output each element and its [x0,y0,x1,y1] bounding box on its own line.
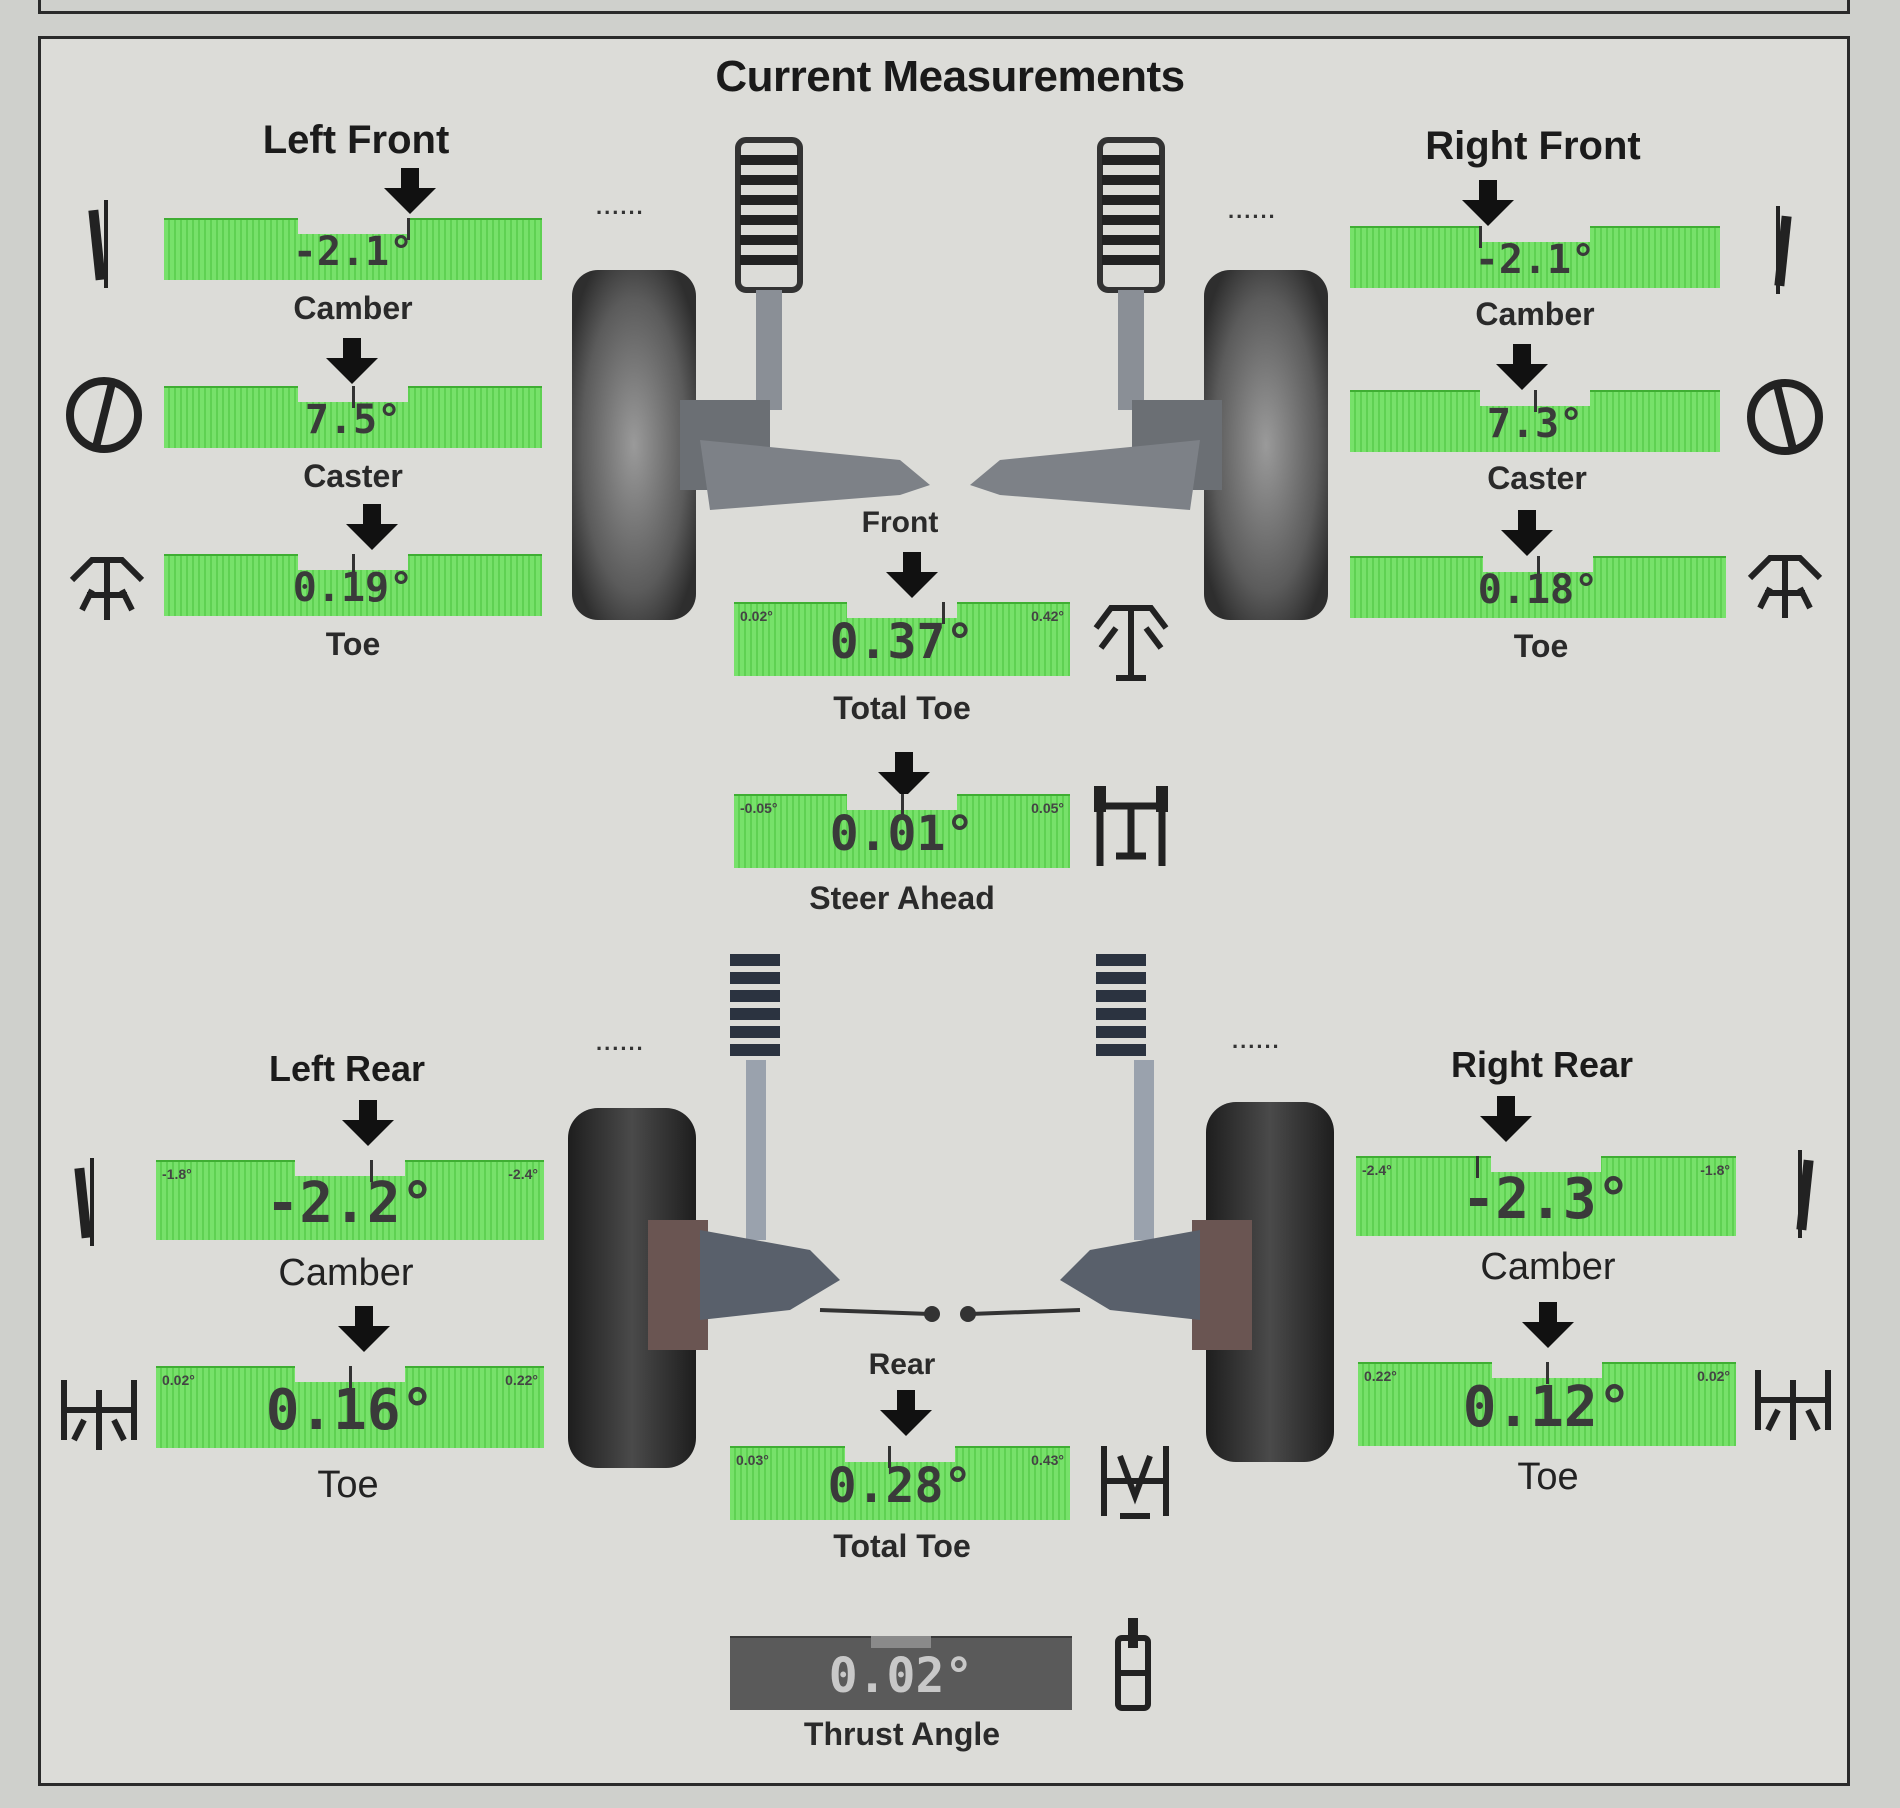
front-total-toe-value: 0.37° [829,614,975,671]
camber-icon [1774,206,1792,294]
front-total-toe-label: Total Toe [833,690,971,726]
thrust-angle-icon [1115,1618,1151,1711]
right-front-camber-gauge[interactable]: -2.1° [1350,226,1720,288]
right-rear-camber-label: Camber [1480,1246,1616,1288]
left-rear-camber-max: -2.4° [508,1166,538,1182]
left-rear-toe-max: 0.22° [505,1372,538,1388]
right-rear-toe-max: 0.02° [1697,1368,1730,1384]
left-rear-camber-gauge[interactable]: -1.8° -2.4° -2.2° [156,1160,544,1240]
front-suspension-illustration [572,137,1328,620]
dotted-separator: ...... [1228,198,1277,223]
left-front-caster-label: Caster [303,458,403,494]
dotted-separator: ...... [596,194,645,219]
toe-icon [69,557,145,620]
thrust-angle-value: 0.02° [828,1648,974,1705]
left-front-toe-label: Toe [325,626,381,662]
top-border [38,0,1850,14]
thrust-angle-gauge[interactable]: 0.02° [730,1636,1072,1710]
front-total-toe-gauge[interactable]: 0.02° 0.42° 0.37° [734,602,1070,676]
page-title: Current Measurements [715,52,1185,101]
left-rear-camber-min: -1.8° [162,1166,192,1182]
left-rear-camber-value: -2.2° [265,1171,435,1237]
right-rear-heading: Right Rear [1450,1044,1634,1085]
right-front-toe-gauge[interactable]: 0.18° [1350,556,1726,618]
left-rear-camber-label: Camber [278,1252,414,1294]
right-front-caster-label: Caster [1487,460,1587,496]
left-front-toe-gauge[interactable]: 0.19° [164,554,542,616]
rear-heading: Rear [868,1348,936,1381]
rear-total-toe-max: 0.43° [1031,1452,1064,1468]
right-rear-toe-min: 0.22° [1364,1368,1397,1384]
caster-icon [1747,379,1823,455]
rear-total-toe-value: 0.28° [827,1458,973,1515]
left-front-camber-label: Camber [293,290,413,326]
left-front-caster-gauge[interactable]: 7.5° [164,386,542,448]
toe-icon [61,1380,137,1450]
right-front-caster-gauge[interactable]: 7.3° [1350,390,1720,452]
toe-icon [1747,555,1823,618]
rear-total-toe-label: Total Toe [833,1528,971,1564]
right-front-toe-label: Toe [1513,628,1569,664]
dotted-separator: ...... [596,1030,645,1055]
rear-suspension-illustration [568,954,1334,1468]
right-rear-toe-value: 0.12° [1462,1375,1632,1441]
right-rear-camber-value: -2.3° [1461,1167,1631,1233]
right-front-caster-value: 7.3° [1486,400,1584,447]
total-toe-icon [1101,1446,1169,1519]
right-rear-toe-gauge[interactable]: 0.22° 0.02° 0.12° [1358,1362,1736,1446]
left-front-heading: Left Front [262,118,450,162]
front-total-toe-min: 0.02° [740,608,773,624]
steer-ahead-icon [1094,786,1168,866]
right-front-camber-value: -2.1° [1474,236,1596,283]
left-front-caster-value: 7.5° [304,396,402,443]
caster-icon [66,377,142,453]
right-front-toe-value: 0.18° [1477,566,1599,613]
steer-ahead-min: -0.05° [740,800,778,816]
left-front-toe-value: 0.19° [292,564,414,611]
front-total-toe-max: 0.42° [1031,608,1064,624]
steer-ahead-gauge[interactable]: -0.05° 0.05° 0.01° [734,794,1070,868]
rear-total-toe-gauge[interactable]: 0.03° 0.43° 0.28° [730,1446,1070,1520]
right-rear-toe-label: Toe [1517,1456,1579,1498]
camber-icon [74,1158,94,1246]
front-heading: Front [861,506,939,539]
toe-icon [1755,1370,1831,1440]
camber-icon [1796,1150,1814,1238]
left-rear-toe-min: 0.02° [162,1372,195,1388]
right-front-camber-label: Camber [1475,296,1595,332]
left-rear-toe-value: 0.16° [265,1378,435,1444]
right-rear-camber-min: -2.4° [1362,1162,1392,1178]
left-front-camber-gauge[interactable]: -2.1° [164,218,542,280]
camber-icon [88,200,108,288]
rear-total-toe-min: 0.03° [736,1452,769,1468]
left-front-camber-value: -2.1° [292,228,414,275]
dotted-separator: ...... [1232,1028,1281,1053]
steer-ahead-value: 0.01° [829,806,975,863]
right-front-heading: Right Front [1425,124,1641,168]
right-rear-camber-gauge[interactable]: -2.4° -1.8° -2.3° [1356,1156,1736,1236]
left-rear-heading: Left Rear [268,1048,426,1089]
steer-ahead-label: Steer Ahead [809,880,995,916]
left-rear-toe-gauge[interactable]: 0.02° 0.22° 0.16° [156,1366,544,1448]
thrust-angle-label: Thrust Angle [803,1716,1001,1752]
steer-ahead-max: 0.05° [1031,800,1064,816]
left-rear-toe-label: Toe [317,1464,379,1506]
total-toe-icon [1093,605,1169,681]
right-rear-camber-max: -1.8° [1700,1162,1730,1178]
